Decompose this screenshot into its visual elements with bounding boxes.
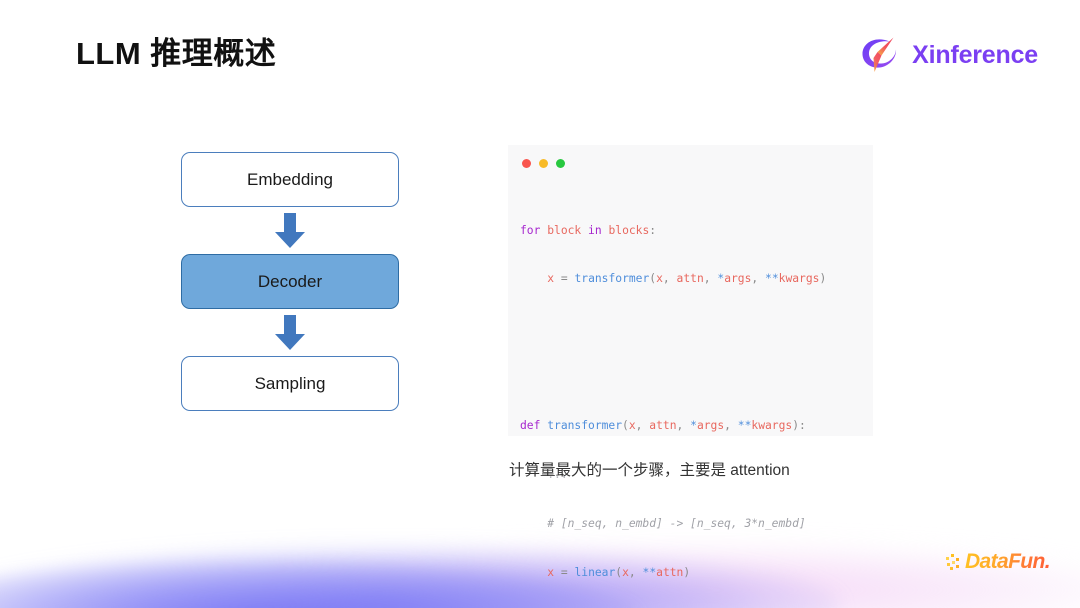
flow-step-label: Decoder (257, 271, 323, 291)
datafun-dots-icon (945, 553, 959, 570)
flow-step-sampling[interactable]: Sampling (181, 356, 399, 411)
code-line: def transformer(x, attn, *args, **kwargs… (520, 419, 806, 433)
flow-arrow-2 (181, 309, 399, 356)
code-line: x = linear(x, **attn) (547, 565, 691, 579)
code-line (520, 369, 861, 385)
down-arrow-icon (275, 314, 305, 350)
maximize-dot-icon[interactable] (556, 159, 565, 168)
code-line: # [n_seq, n_embd] -> [n_seq, 3*n_embd] (547, 516, 806, 530)
down-arrow-icon (275, 212, 305, 248)
datafun-wordmark: DataFun. (964, 550, 1051, 573)
code-line (520, 320, 861, 336)
page-title: LLM 推理概述 (76, 36, 277, 71)
xinference-swoosh-icon (862, 37, 897, 72)
code-block: for block in blocks: x = transformer(x, … (508, 190, 873, 608)
code-caption: 计算量最大的一个步骤，主要是 attention (509, 462, 790, 479)
xinference-logo: Xinference (859, 34, 1038, 76)
inference-flow-diagram: Embedding Decoder Sampling (181, 152, 399, 411)
code-line: x = transformer(x, attn, *args, **kwargs… (547, 272, 827, 286)
code-panel: for block in blocks: x = transformer(x, … (508, 145, 873, 579)
flow-step-label: Sampling (254, 373, 326, 393)
window-dots (522, 159, 873, 168)
code-line: for block in blocks: (520, 223, 657, 237)
code-line: ... (547, 468, 568, 482)
datafun-logo: DataFun. (945, 550, 1051, 573)
flow-arrow-1 (181, 207, 399, 254)
flow-step-embedding[interactable]: Embedding (181, 152, 399, 207)
flow-step-decoder[interactable]: Decoder (181, 254, 399, 309)
xinference-wordmark: Xinference (912, 40, 1038, 69)
flow-step-label: Embedding (246, 169, 333, 189)
minimize-dot-icon[interactable] (539, 159, 548, 168)
close-dot-icon[interactable] (522, 159, 531, 168)
